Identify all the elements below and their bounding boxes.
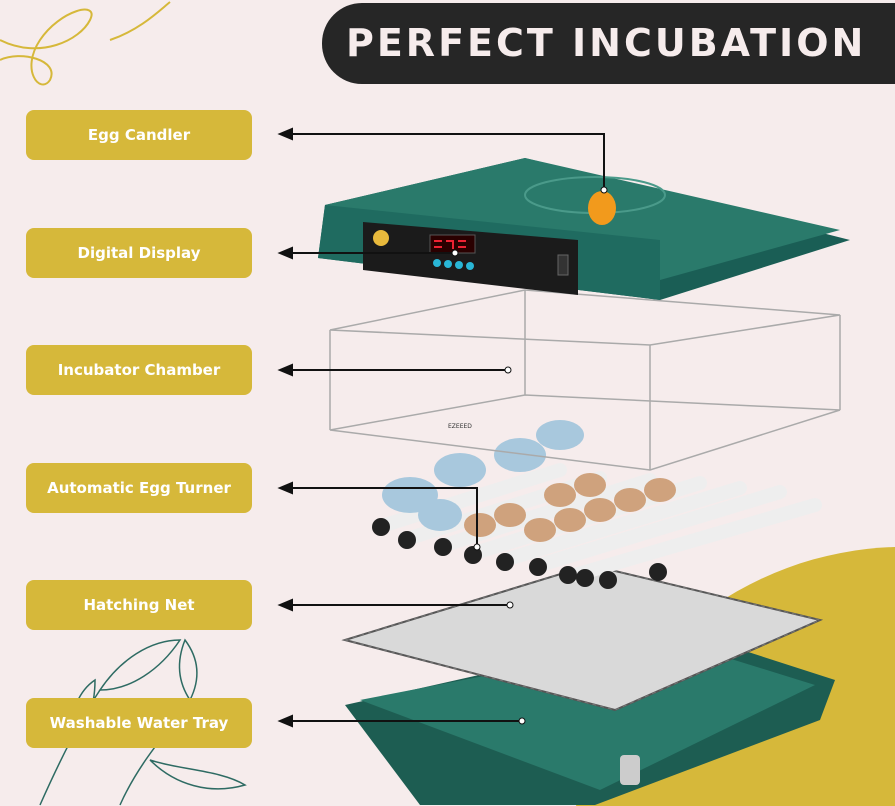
incubator-lid — [318, 158, 850, 300]
tray-handle — [620, 755, 640, 785]
swirl-decoration-tail — [109, 1, 171, 41]
title-banner: PERFECT INCUBATION — [322, 3, 895, 84]
water-tray — [345, 630, 835, 805]
label-automatic-egg-turner: Automatic Egg Turner — [26, 463, 252, 513]
callout-dots — [451, 186, 608, 725]
incubator-chamber — [329, 289, 841, 471]
chamber-brand-mark: EZEEED — [448, 423, 472, 430]
page-title: PERFECT INCUBATION — [346, 21, 867, 65]
display-segments — [434, 240, 466, 249]
label-incubator-chamber: Incubator Chamber — [26, 345, 252, 395]
hatching-net — [341, 563, 824, 712]
egg-candler-egg — [588, 191, 616, 225]
label-washable-water-tray: Washable Water Tray — [26, 698, 252, 748]
egg-turner — [372, 420, 822, 589]
label-hatching-net: Hatching Net — [26, 580, 252, 630]
control-buttons — [433, 259, 474, 270]
brand-logo — [373, 230, 389, 246]
swirl-decoration — [0, 8, 93, 86]
label-egg-candler: Egg Candler — [26, 110, 252, 160]
power-switch — [557, 254, 569, 276]
label-digital-display: Digital Display — [26, 228, 252, 278]
control-panel — [363, 222, 578, 295]
callout-arrows — [277, 127, 605, 728]
